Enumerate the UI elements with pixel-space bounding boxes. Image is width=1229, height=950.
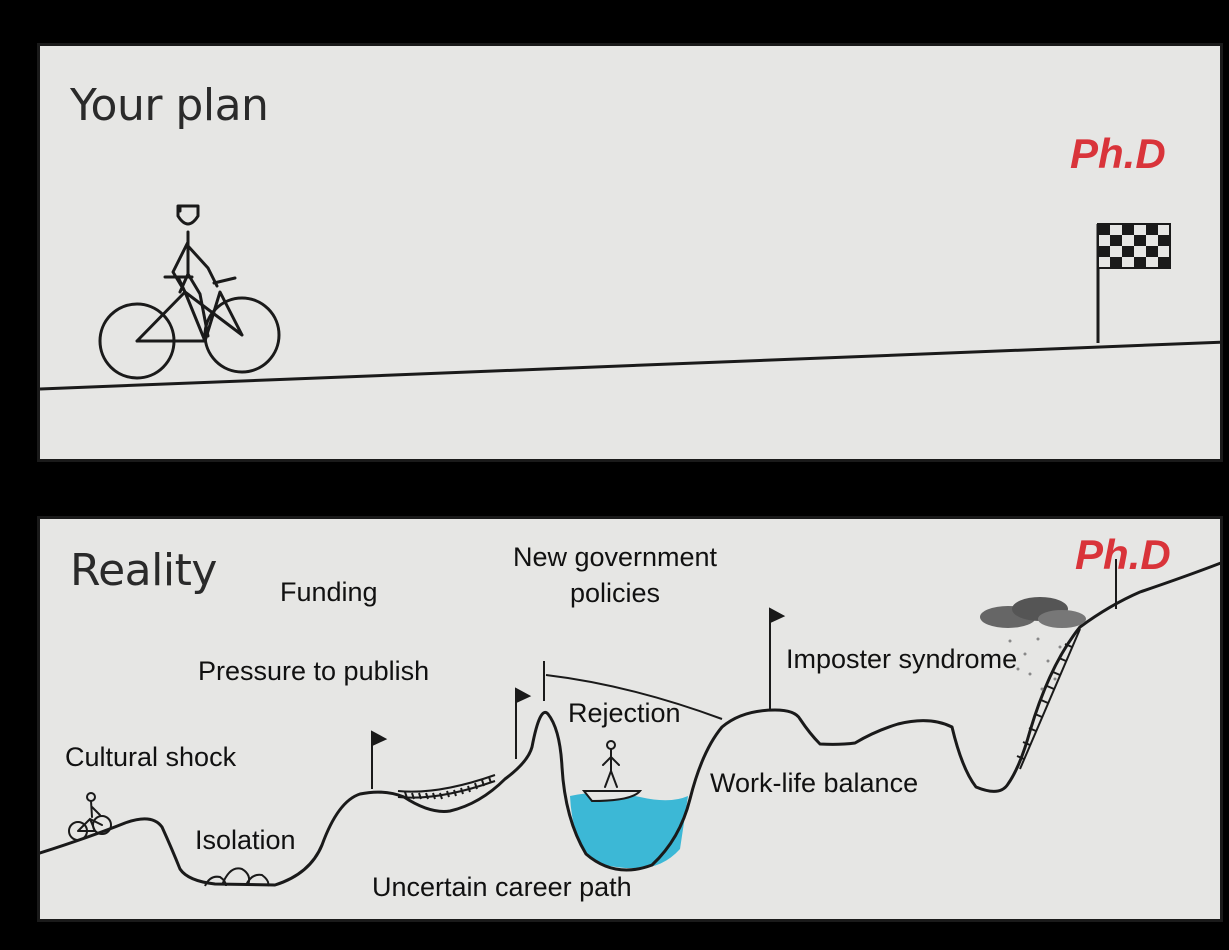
label-imposter-syndrome: Imposter syndrome [786,644,1018,674]
label-rejection: Rejection [568,698,681,728]
plan-goal-label: Ph.D [1070,130,1166,177]
reality-goal-label: Ph.D [1075,531,1171,578]
water-pool [570,792,688,869]
reality-illustration [40,559,1220,887]
plan-panel: Your plan Ph.D [37,43,1223,462]
label-pressure-to-publish: Pressure to publish [198,656,430,686]
label-cultural-shock: Cultural shock [65,742,237,772]
storm-cloud-icon [980,597,1086,691]
reality-panel: Reality Ph.D Cultural shock Isolation Pr… [37,516,1223,922]
rope-bridge-icon [397,774,496,800]
reality-terrain-line [40,561,1220,887]
flag-icon [515,687,532,759]
cyclist-icon [68,792,112,841]
flag-icon [769,607,786,710]
plan-ground-line [40,340,1220,391]
plan-title: Your plan [70,80,269,131]
flag-icon [371,730,388,789]
rope-line [545,674,723,720]
checkered-flag-icon [1096,223,1171,343]
label-new-government-policies-line2: policies [569,578,661,608]
label-funding: Funding [280,577,378,607]
cyclist-icon [98,204,281,380]
ladder-icon [1016,628,1081,770]
label-uncertain-career-path: Uncertain career path [372,872,632,902]
label-work-life-balance: Work-life balance [710,768,919,798]
label-isolation: Isolation [195,825,296,855]
rocks-icon [204,867,270,887]
reality-title: Reality [70,545,217,596]
boat-icon [581,740,643,803]
plan-illustration [40,204,1220,391]
label-new-government-policies-line1: New government [512,542,718,572]
